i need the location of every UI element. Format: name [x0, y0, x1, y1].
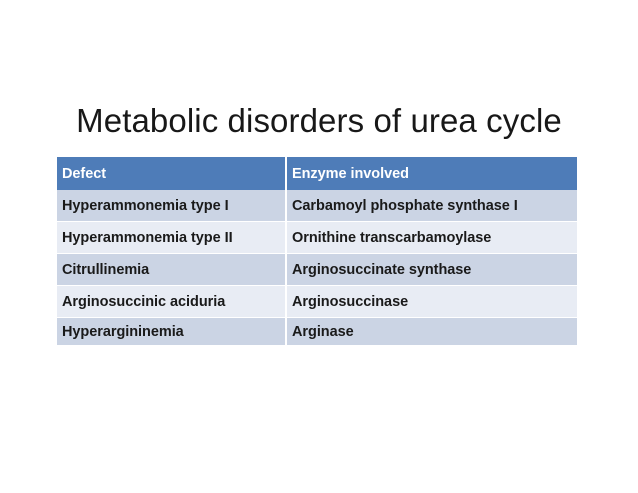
cell-defect: Hyperargininemia: [57, 317, 287, 345]
column-header-enzyme-involved: Enzyme involved: [286, 157, 577, 190]
table-body: Hyperammonemia type I Carbamoyl phosphat…: [57, 190, 577, 345]
cell-enzyme: Arginosuccinase: [286, 285, 577, 318]
cell-enzyme: Arginase: [286, 317, 577, 345]
column-header-defect: Defect: [57, 157, 287, 190]
table-row: Hyperammonemia type II Ornithine transca…: [57, 221, 577, 254]
cell-defect: Hyperammonemia type II: [57, 221, 287, 254]
table-header-row: Defect Enzyme involved: [57, 157, 577, 190]
cell-defect: Citrullinemia: [57, 253, 287, 286]
table-row: Citrullinemia Arginosuccinate synthase: [57, 253, 577, 286]
cell-enzyme: Carbamoyl phosphate synthase I: [286, 190, 577, 222]
table-row: Arginosuccinic aciduria Arginosuccinase: [57, 285, 577, 318]
metabolic-disorders-table: Defect Enzyme involved Hyperammonemia ty…: [57, 157, 577, 345]
metabolic-disorders-table-container: Defect Enzyme involved Hyperammonemia ty…: [57, 157, 577, 345]
cell-defect: Arginosuccinic aciduria: [57, 285, 287, 318]
cell-enzyme: Arginosuccinate synthase: [286, 253, 577, 286]
table-header: Defect Enzyme involved: [57, 157, 577, 190]
cell-enzyme: Ornithine transcarbamoylase: [286, 221, 577, 254]
table-row: Hyperammonemia type I Carbamoyl phosphat…: [57, 190, 577, 222]
page-title: Metabolic disorders of urea cycle: [76, 102, 562, 139]
table-row: Hyperargininemia Arginase: [57, 317, 577, 345]
cell-defect: Hyperammonemia type I: [57, 190, 287, 222]
